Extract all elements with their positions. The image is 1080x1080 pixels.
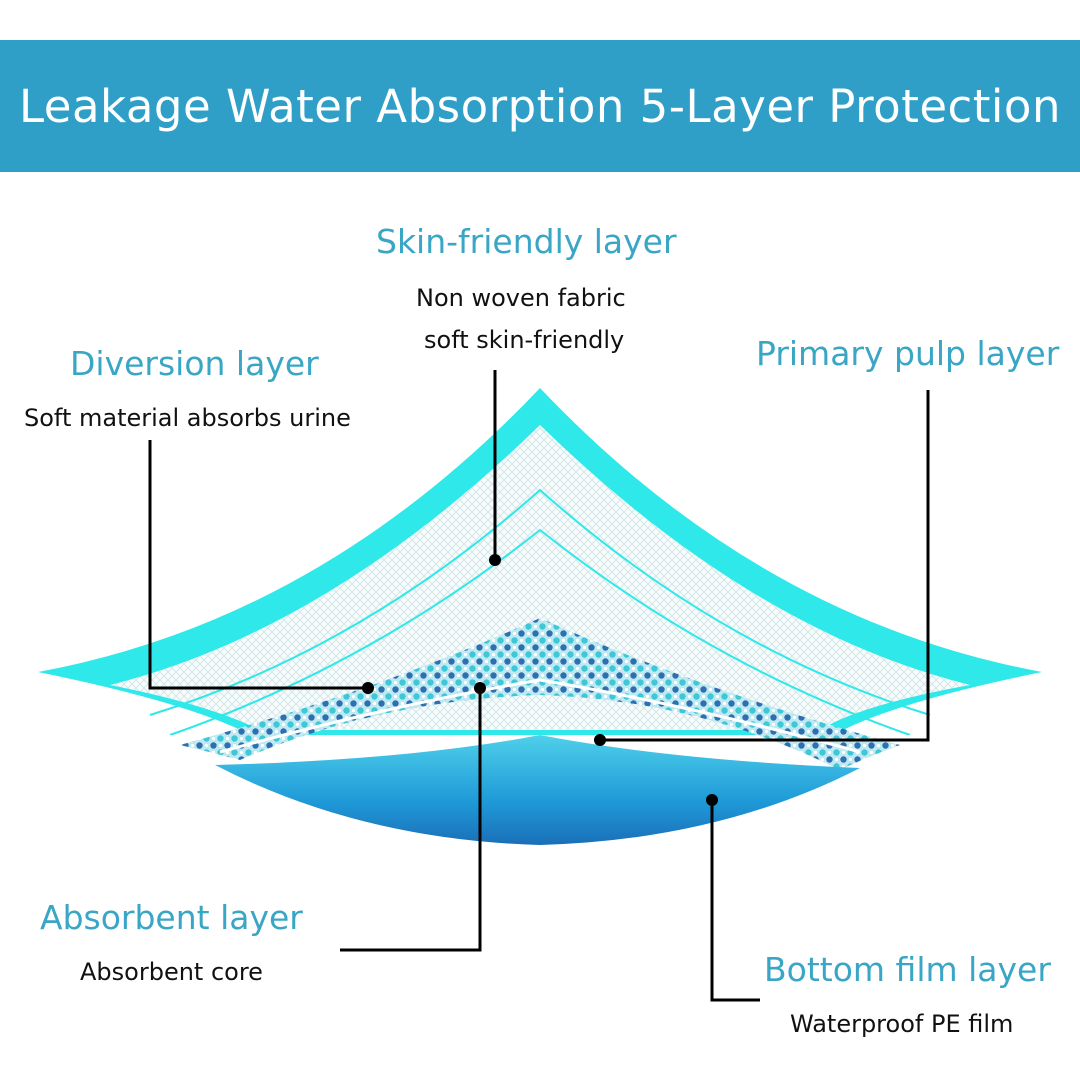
absorbent-layer-title: Absorbent layer	[40, 898, 303, 937]
title-banner: Leakage Water Absorption 5-Layer Protect…	[0, 40, 1080, 172]
skin-friendly-layer	[110, 425, 970, 730]
skin-friendly-layer-title: Skin-friendly layer	[376, 222, 677, 261]
bottom-film-layer	[215, 735, 860, 845]
absorbent-dotted-layer	[180, 618, 900, 770]
marker-dot	[489, 554, 501, 566]
marker-dot	[594, 734, 606, 746]
diversion-layer	[149, 488, 931, 716]
primary-pulp-layer-title: Primary pulp layer	[756, 334, 1060, 373]
absorbent-layer-desc: Absorbent core	[80, 958, 263, 986]
leader-diversion	[148, 440, 368, 690]
skin-friendly-desc-line-1: Non woven fabric	[416, 284, 626, 312]
bottom-film-layer-title: Bottom film layer	[764, 950, 1051, 989]
bottom-film-layer-desc: Waterproof PE film	[790, 1010, 1014, 1038]
leader-primary-pulp	[600, 390, 930, 742]
skin-friendly-desc-line-2: soft skin-friendly	[424, 326, 625, 354]
page-title: Leakage Water Absorption 5-Layer Protect…	[19, 79, 1061, 133]
diversion-layer-title: Diversion layer	[70, 344, 319, 383]
marker-dot	[706, 794, 718, 806]
leader-absorbent	[340, 688, 482, 952]
marker-dot	[362, 682, 374, 694]
diversion-layer-desc: Soft material absorbs urine	[24, 404, 351, 432]
leader-bottom-film	[710, 800, 760, 1002]
marker-dot	[474, 682, 486, 694]
